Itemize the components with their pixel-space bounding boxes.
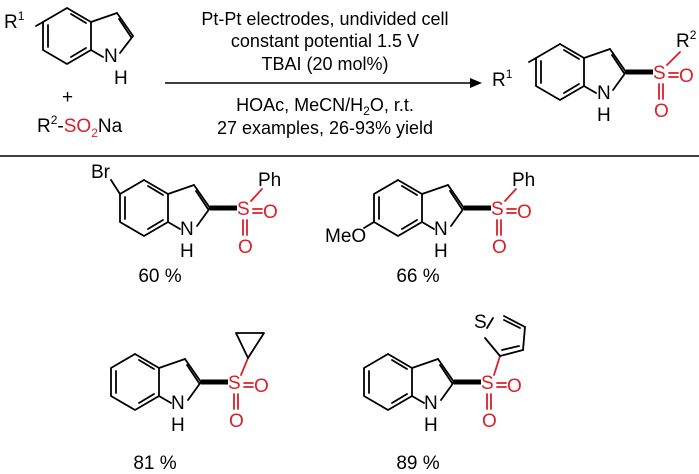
ex1-h: H	[180, 241, 194, 262]
ex1-sulfur: S	[237, 199, 250, 220]
example-2-structure: N H MeO S Ph O O	[325, 170, 535, 262]
product-indole: N H R1 S R2 O O	[492, 28, 697, 126]
ex1-oxygen-right: O	[263, 202, 278, 223]
ex2-r2: Ph	[512, 170, 535, 191]
example-1-yield: 60 %	[138, 266, 181, 287]
ex2-oxygen-right: O	[517, 202, 532, 223]
example-4-yield: 89 %	[396, 453, 439, 474]
condition-line-1: Pt-Pt electrodes, undivided cell	[201, 9, 448, 29]
condition-line-5: 27 examples, 26-93% yield	[217, 118, 433, 138]
product-sulfur: S	[653, 63, 666, 84]
ex2-substituent: MeO	[325, 226, 366, 247]
ex1-oxygen-bottom: O	[238, 237, 253, 258]
reaction-arrow	[165, 78, 482, 88]
ex3-cyclopropyl	[235, 332, 265, 359]
product-oxygen-bottom: O	[654, 101, 669, 122]
ex2-oxygen-bottom: O	[492, 237, 507, 258]
condition-line-3: TBAI (20 mol%)	[261, 54, 388, 74]
ex4-oxygen-right: O	[507, 376, 522, 397]
substrate-indole: N H R1	[4, 7, 134, 89]
ex4-thiophene-sulfur: S	[474, 312, 487, 333]
plus-sign: +	[62, 87, 73, 108]
sulfinate-formula: R2-SO2Na	[37, 113, 123, 140]
ex3-sulfur: S	[228, 373, 241, 394]
ex3-oxygen-bottom: O	[229, 411, 244, 432]
ex2-h: H	[434, 241, 448, 262]
product-r1-label: R1	[492, 67, 513, 91]
ex3-h: H	[171, 415, 185, 436]
ex4-sulfur: S	[481, 373, 494, 394]
ex4-n: N	[424, 393, 438, 414]
ex3-n: N	[171, 393, 185, 414]
ex4-oxygen-bottom: O	[482, 411, 497, 432]
example-3-structure: N H S O O	[110, 332, 269, 436]
condition-line-2: constant potential 1.5 V	[231, 31, 419, 51]
ex1-r2: Ph	[258, 170, 281, 191]
nh-n-label: N	[104, 46, 118, 67]
product-oxygen-right: O	[679, 66, 694, 87]
nh-h-label: H	[114, 68, 128, 89]
product-n-label: N	[597, 83, 611, 104]
substrate-r1-label: R1	[4, 9, 25, 33]
ex1-substituent: Br	[91, 162, 111, 183]
ex4-h: H	[424, 415, 438, 436]
ex1-n: N	[180, 219, 194, 240]
product-r2-label: R2	[676, 28, 697, 52]
example-3-yield: 81 %	[133, 453, 176, 474]
ex3-oxygen-right: O	[254, 376, 269, 397]
example-2-yield: 66 %	[396, 266, 439, 287]
example-4-structure: N H S S O O	[363, 312, 526, 436]
example-1-structure: N H Br S Ph O O	[91, 162, 281, 262]
product-h-label: H	[597, 105, 611, 126]
ex2-sulfur: S	[491, 199, 504, 220]
ex2-n: N	[434, 219, 448, 240]
condition-line-4: HOAc, MeCN/H2O, r.t.	[236, 95, 414, 118]
